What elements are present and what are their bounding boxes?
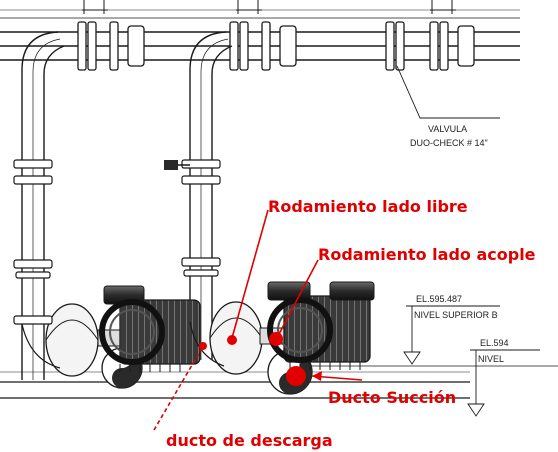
elevation-marker-upper — [403, 305, 500, 365]
suction-duct-arrow-icon — [312, 371, 322, 381]
free-side-bearing-label: Rodamiento lado libre — [268, 197, 468, 216]
elevation-marker-lower — [467, 349, 540, 417]
coupling-bearing-marker — [269, 332, 283, 346]
suction-duct-label: Ducto Succión — [328, 388, 456, 407]
valve-note-line2: DUO-CHECK # 14" — [410, 138, 488, 148]
discharge-duct-leader — [153, 347, 203, 431]
valve-leader — [396, 65, 500, 119]
drain-valve-icon — [164, 160, 190, 170]
suction-duct-marker — [286, 366, 306, 386]
middle-riser — [189, 31, 233, 360]
elevation-upper: EL.595.487 — [416, 294, 462, 304]
left-riser-flanges — [13, 159, 53, 279]
free-bearing-marker — [227, 335, 237, 345]
discharge-duct-label: ducto de descarga — [166, 431, 333, 450]
free-bearing-leader — [231, 209, 269, 339]
coupling-bearing-leader — [277, 259, 319, 337]
valve-note-line1: VALVULA — [428, 124, 467, 134]
middle-riser-flanges — [181, 159, 221, 277]
header-flanges — [77, 21, 475, 71]
left-riser — [21, 31, 65, 380]
pump-set-1 — [13, 285, 201, 389]
elevation-lower: EL.594 — [480, 338, 509, 348]
coupling-side-bearing-label: Rodamiento lado acople — [318, 245, 536, 264]
level-upper-label: NIVEL SUPERIOR B — [414, 310, 498, 320]
level-lower-label: NIVEL — [478, 354, 504, 364]
discharge-duct-marker — [199, 342, 207, 350]
valve-handwheels — [82, 0, 456, 14]
